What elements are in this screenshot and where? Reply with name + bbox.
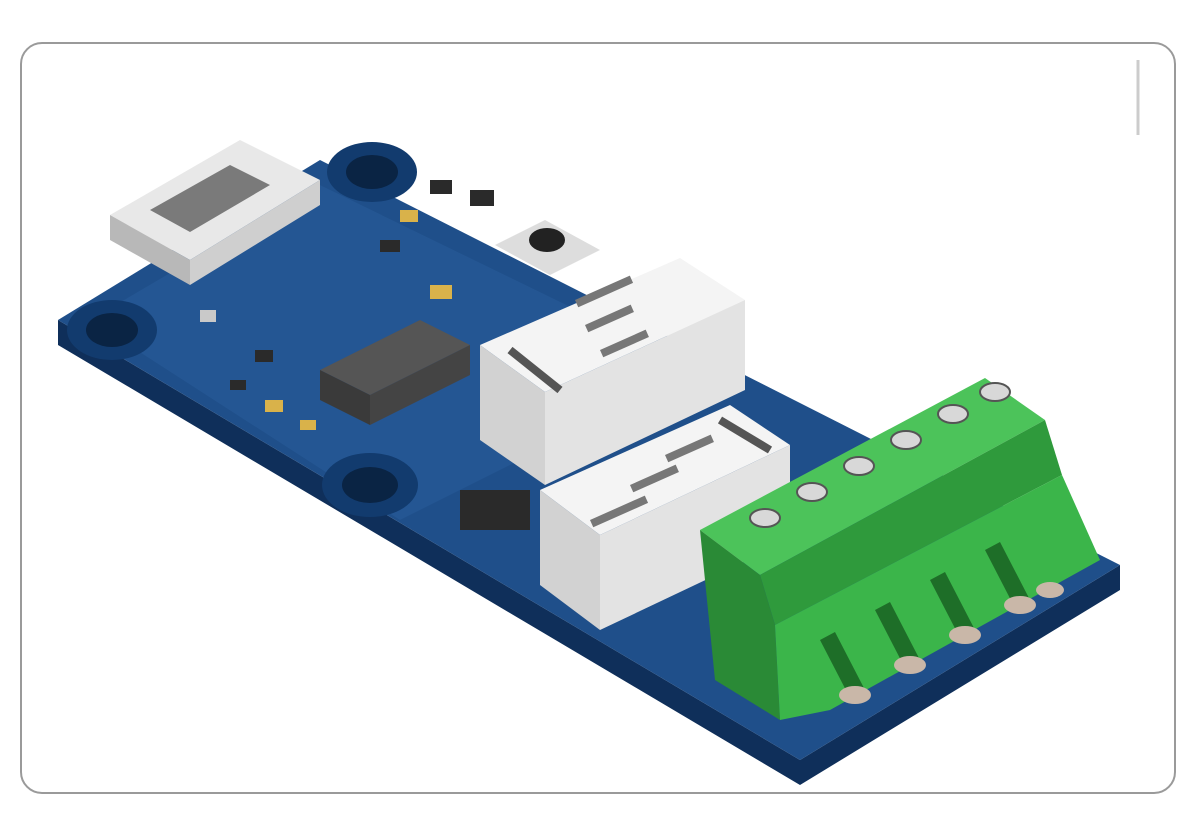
mounting-hole-icon — [322, 453, 418, 517]
terminal-block — [700, 378, 1100, 720]
push-button — [495, 220, 600, 275]
relay-bottom — [540, 405, 790, 630]
relay-top — [480, 258, 745, 485]
inductor — [320, 320, 470, 425]
smd-components — [200, 180, 530, 530]
screw-terminal-icon — [749, 382, 1011, 528]
usb-connector — [110, 140, 320, 285]
mounting-hole-icon — [67, 300, 157, 360]
mounting-hole-icon — [327, 142, 417, 202]
